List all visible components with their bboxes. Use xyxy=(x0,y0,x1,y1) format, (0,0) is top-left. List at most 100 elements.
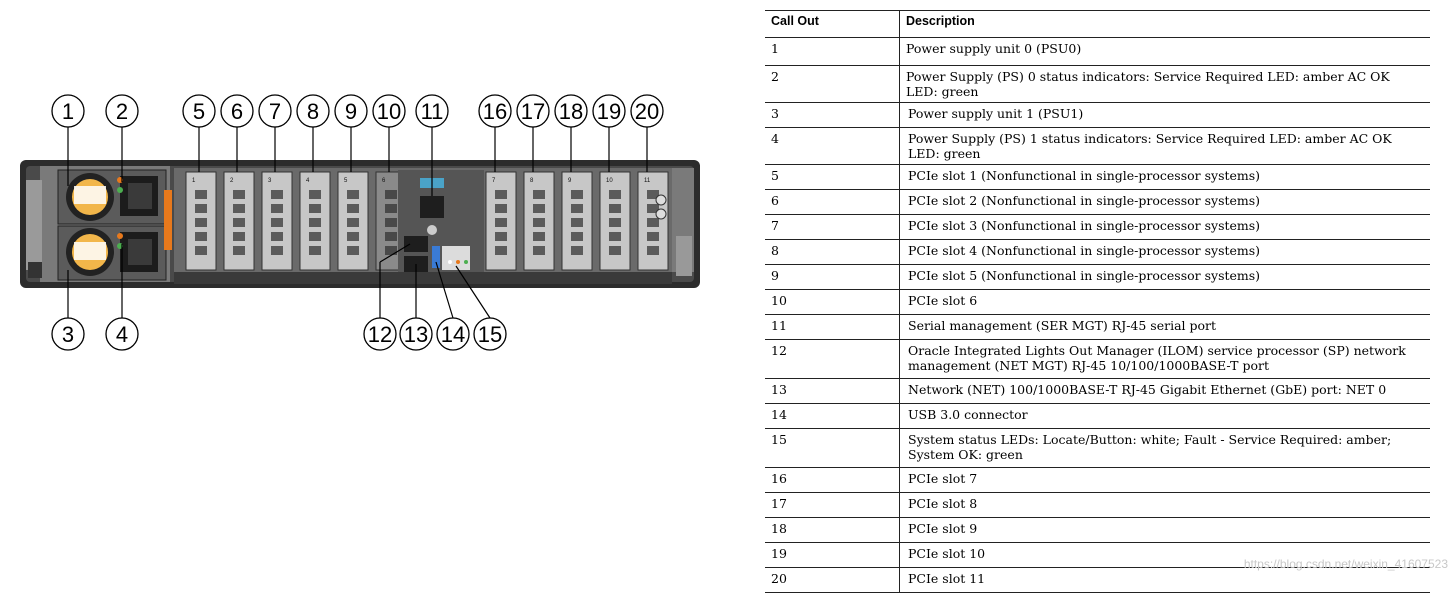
callout-label: 2 xyxy=(116,99,128,124)
cell-description: PCIe slot 3 (Nonfunctional in single-pro… xyxy=(899,214,1430,240)
pcie-slot-number: 8 xyxy=(530,178,534,184)
callout-16: 16 xyxy=(478,94,512,128)
cell-callout: 13 xyxy=(765,378,900,404)
callout-label: 18 xyxy=(559,99,583,124)
callout-label: 19 xyxy=(597,99,621,124)
callout-13: 13 xyxy=(399,317,433,351)
pcie-slot-3: 3 xyxy=(261,171,293,271)
cell-callout: 4 xyxy=(765,127,900,165)
callout-3: 3 xyxy=(51,317,85,351)
cell-description: Network (NET) 100/1000BASE-T RJ-45 Gigab… xyxy=(899,378,1430,404)
cell-description: PCIe slot 1 (Nonfunctional in single-pro… xyxy=(899,164,1430,190)
pcie-slot-4: 4 xyxy=(299,171,331,271)
cell-callout: 8 xyxy=(765,239,900,265)
cell-description: Power supply unit 1 (PSU1) xyxy=(899,102,1430,128)
cell-description: Oracle Integrated Lights Out Manager (IL… xyxy=(899,339,1430,379)
callout-label: 15 xyxy=(478,322,502,347)
cell-callout: 1 xyxy=(765,37,900,66)
pcie-slot-number: 1 xyxy=(192,178,196,184)
pcie-slot-11: 11 xyxy=(637,171,669,271)
callout-label: 12 xyxy=(368,322,392,347)
leader-lines xyxy=(67,126,648,319)
cell-callout: 5 xyxy=(765,164,900,190)
pcie-slot-number: 11 xyxy=(644,178,651,184)
callout-5: 5 xyxy=(182,94,216,128)
psu-0 xyxy=(57,169,167,225)
callout-label: 14 xyxy=(441,322,465,347)
callout-label: 8 xyxy=(307,99,319,124)
pcie-slot-10: 10 xyxy=(599,171,631,271)
cell-callout: 7 xyxy=(765,214,900,240)
callout-14: 14 xyxy=(436,317,470,351)
callout-label: 13 xyxy=(404,322,428,347)
cell-callout: 20 xyxy=(765,567,900,593)
callout-18: 18 xyxy=(554,94,588,128)
pcie-slot-2: 2 xyxy=(223,171,255,271)
callout-label: 16 xyxy=(483,99,507,124)
callout-label: 5 xyxy=(193,99,205,124)
callout-label: 20 xyxy=(635,99,659,124)
io-module xyxy=(398,170,484,272)
callout-label: 1 xyxy=(62,99,74,124)
pcie-slot-5: 5 xyxy=(337,171,369,271)
callout-20: 20 xyxy=(630,94,664,128)
cell-callout: 12 xyxy=(765,339,900,379)
cell-callout: 18 xyxy=(765,517,900,543)
callout-7: 7 xyxy=(258,94,292,128)
callout-label: 17 xyxy=(521,99,545,124)
callout-10: 10 xyxy=(372,94,406,128)
pcie-slot-number: 10 xyxy=(606,178,613,184)
callout-label: 11 xyxy=(421,99,444,124)
callout-1: 1 xyxy=(51,94,85,128)
callout-label: 4 xyxy=(116,322,128,347)
callout-8: 8 xyxy=(296,94,330,128)
cell-callout: 11 xyxy=(765,314,900,340)
callout-9: 9 xyxy=(334,94,368,128)
cell-description: Power supply unit 0 (PSU0) xyxy=(899,37,1430,66)
callout-11: 11 xyxy=(415,94,449,128)
pcie-slot-7: 7 xyxy=(485,171,517,271)
cell-callout: 14 xyxy=(765,403,900,429)
cell-callout: 6 xyxy=(765,189,900,215)
header-callout: Call Out xyxy=(765,10,900,38)
cell-callout: 9 xyxy=(765,264,900,290)
cell-description: PCIe slot 8 xyxy=(899,492,1430,518)
cell-description: PCIe slot 7 xyxy=(899,467,1430,493)
watermark: https://blog.csdn.net/weixin_41607523 xyxy=(1243,557,1448,571)
cell-description: PCIe slot 9 xyxy=(899,517,1430,543)
cell-callout: 16 xyxy=(765,467,900,493)
cell-callout: 2 xyxy=(765,65,900,103)
pcie-slot-9: 9 xyxy=(561,171,593,271)
pcie-slot-number: 5 xyxy=(344,178,348,184)
callout-label: 3 xyxy=(62,322,74,347)
callout-label: 9 xyxy=(345,99,357,124)
callout-label: 6 xyxy=(231,99,243,124)
pcie-slot-number: 7 xyxy=(492,178,496,184)
cell-description: PCIe slot 11 xyxy=(899,567,1430,593)
pcie-slot-1: 1 xyxy=(185,171,217,271)
callout-17: 17 xyxy=(516,94,550,128)
pcie-slot-number: 9 xyxy=(568,178,572,184)
table-header-row: Call Out Description xyxy=(765,10,1430,38)
